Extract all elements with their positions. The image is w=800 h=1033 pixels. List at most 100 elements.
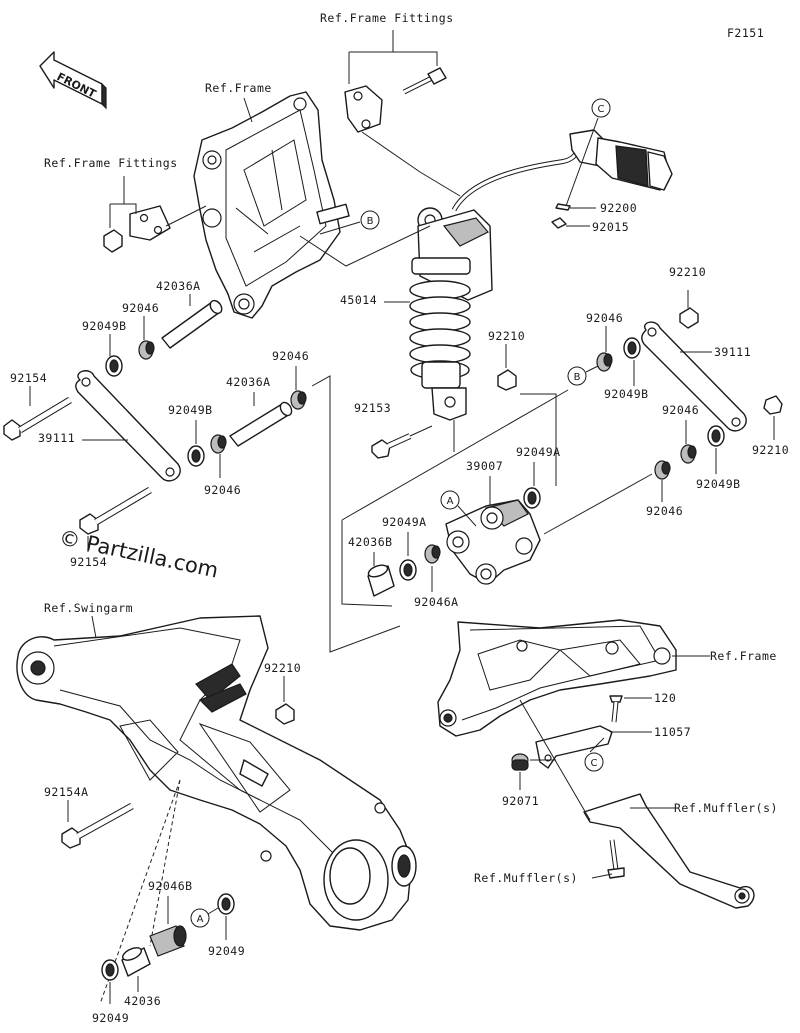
part-39111-r: 39111: [714, 345, 751, 359]
tie-rod-39111-right: [641, 321, 747, 432]
part-39111-l: 39111: [38, 431, 75, 445]
callout-b-right-letter: B: [574, 372, 581, 383]
leader-bracket-left: [311, 375, 401, 653]
part-42036: 42036: [124, 994, 161, 1008]
leader-b-right: [585, 365, 599, 373]
part-92046-r1: 92046: [586, 311, 623, 325]
sleeve-42036A-2: [229, 401, 293, 447]
nut-92015: [551, 217, 567, 229]
callout-b-frame-letter: B: [367, 216, 374, 227]
leader-frame-fittings-left: [109, 176, 137, 228]
callout-b-frame: [360, 210, 380, 230]
part-92046-r2: 92046: [662, 403, 699, 417]
leader-b-frame: [319, 221, 361, 235]
watermark: © Partzilla.com: [57, 525, 221, 582]
bolt-92154-2: [79, 486, 152, 535]
leader-frame-fittings-top: [348, 30, 438, 84]
ref-frame-fittings-left: Ref.Frame Fittings: [44, 156, 178, 170]
callout-a-rocker-letter: A: [447, 496, 454, 507]
rocker-arm-39007: [445, 499, 541, 585]
part-92046B: 92046B: [148, 879, 193, 893]
leader-frame-to-shock: [299, 225, 431, 267]
part-92210-sw: 92210: [264, 661, 301, 675]
nut-92210-sw: [275, 703, 295, 725]
callout-b-right: [567, 366, 587, 386]
part-11057: 11057: [654, 725, 691, 739]
bearing-92046-2: [290, 390, 307, 410]
collar-92071: [511, 753, 529, 771]
ref-frame-right: Ref.Frame: [710, 649, 777, 663]
bearing-92046-1: [138, 340, 155, 360]
part-92049B-2: 92049B: [168, 403, 213, 417]
part-92210-mid: 92210: [488, 329, 525, 343]
part-92154-2: 92154: [70, 555, 107, 569]
seal-92049A-1: [523, 487, 541, 509]
sleeve-42036A-1: [161, 299, 223, 349]
leader-link-to-bearing: [543, 473, 653, 535]
leader-a-swingarm: [207, 907, 219, 915]
seal-92049-1: [217, 893, 235, 915]
part-42036A-1: 42036A: [156, 279, 201, 293]
callout-a-rocker: [440, 490, 460, 510]
bearing-92046B: [149, 925, 187, 957]
seal-92049B-2: [187, 445, 205, 467]
callout-c-top-letter: C: [598, 104, 605, 115]
part-92049-1: 92049: [208, 944, 245, 958]
callout-a-swingarm: [190, 908, 210, 928]
part-92046A: 92046A: [414, 595, 459, 609]
part-92046-2: 92046: [272, 349, 309, 363]
part-92049B-r2: 92049B: [696, 477, 741, 491]
bolt-92154A: [61, 802, 134, 849]
callout-c-bracket: [584, 752, 604, 772]
part-92049A-2: 92049A: [382, 515, 427, 529]
leader-frame-to-muffler: [519, 699, 591, 821]
bolt-92154-1: [3, 396, 72, 441]
seal-92049B-r2: [707, 425, 725, 447]
callout-a-swingarm-letter: A: [197, 914, 204, 925]
frame-fitting-plate-left: [103, 205, 171, 253]
leader-link-group: [341, 389, 569, 607]
frame-lower-right: [437, 619, 677, 737]
bearing-92046-r2: [680, 444, 697, 464]
diagram-code: F2151: [727, 26, 764, 40]
part-92153: 92153: [354, 401, 391, 415]
frame-fitting-plate-top: [344, 85, 383, 133]
leader-c-top: [565, 117, 599, 207]
callout-c-bracket-letter: C: [591, 758, 598, 769]
leader-c-bracket: [589, 737, 605, 753]
tie-rod-39111-left: [75, 370, 181, 482]
part-92154-1: 92154: [10, 371, 47, 385]
sleeve-42036: [121, 947, 151, 977]
nut-92210-r: [763, 395, 783, 415]
part-92049A-1: 92049A: [516, 445, 561, 459]
clip-92200: [555, 203, 571, 211]
part-45014: 45014: [340, 293, 377, 307]
bracket-11057: [535, 725, 613, 769]
part-92210-tr: 92210: [669, 265, 706, 279]
swingarm: [16, 615, 417, 931]
leader-swingarm: [91, 615, 97, 639]
part-92210-r: 92210: [752, 443, 789, 457]
part-92049B-1: 92049B: [82, 319, 127, 333]
part-92154A: 92154A: [44, 785, 89, 799]
part-92071: 92071: [502, 794, 539, 808]
part-92015: 92015: [592, 220, 629, 234]
part-120: 120: [654, 691, 676, 705]
shock-reservoir: [569, 129, 673, 191]
callout-c-top: [591, 98, 611, 118]
leader-92153: [409, 425, 433, 437]
seal-92049-2: [101, 959, 119, 981]
ref-muffler-1: Ref.Muffler(s): [674, 801, 778, 815]
part-42036B: 42036B: [348, 535, 393, 549]
leader-fittings-to-shock: [361, 131, 461, 197]
seal-92049A-2: [399, 559, 417, 581]
ref-swingarm: Ref.Swingarm: [44, 601, 133, 615]
ref-muffler-2: Ref.Muffler(s): [474, 871, 578, 885]
bearing-92046-3: [210, 434, 227, 454]
rear-shock-absorber: [409, 139, 581, 421]
part-42036A-2: 42036A: [226, 375, 271, 389]
sleeve-42036B: [367, 564, 395, 597]
nut-92210-mid: [497, 369, 517, 391]
part-92046-1: 92046: [122, 301, 159, 315]
